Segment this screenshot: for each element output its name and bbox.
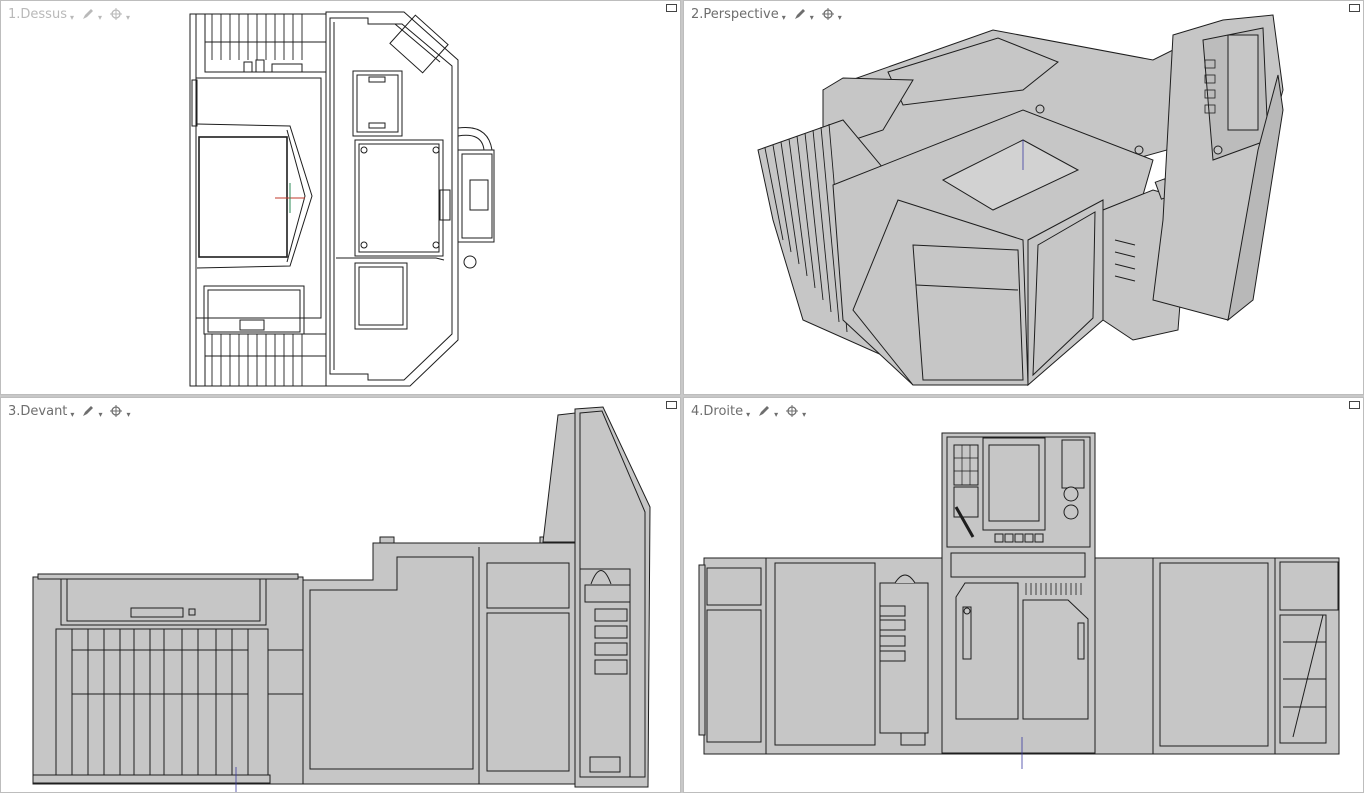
viewport-title-front[interactable]: 3.Devant: [8, 403, 68, 419]
snap-caret[interactable]: ▾: [126, 12, 131, 22]
crosshair-icon[interactable]: [109, 7, 123, 21]
perspective-view-drawing: [757, 14, 1284, 387]
viewport-top[interactable]: 1.Dessus ▾ ▾ ▾: [0, 0, 681, 395]
maximize-icon[interactable]: [1349, 401, 1360, 409]
crosshair-icon[interactable]: [109, 404, 123, 418]
display-mode-caret[interactable]: ▾: [809, 12, 814, 22]
crosshair-icon[interactable]: [785, 404, 799, 418]
maximize-icon[interactable]: [666, 401, 677, 409]
front-view-drawing: [32, 406, 651, 793]
snap-caret[interactable]: ▾: [837, 12, 842, 22]
viewport-header-front: 3.Devant ▾ ▾ ▾: [8, 401, 134, 421]
viewport-title-perspective[interactable]: 2.Perspective: [691, 6, 779, 22]
viewport-front[interactable]: 3.Devant ▾ ▾ ▾: [0, 397, 681, 793]
right-view-drawing: [698, 432, 1340, 769]
display-mode-caret[interactable]: ▾: [98, 409, 103, 419]
maximize-icon[interactable]: [666, 4, 677, 12]
viewport-title-right[interactable]: 4.Droite: [691, 403, 744, 419]
viewport-menu-caret[interactable]: ▾: [781, 12, 786, 22]
snap-caret[interactable]: ▾: [802, 409, 807, 419]
viewport-perspective[interactable]: 2.Perspective ▾ ▾ ▾: [683, 0, 1364, 395]
viewport-menu-caret[interactable]: ▾: [69, 12, 74, 22]
display-mode-caret[interactable]: ▾: [774, 409, 779, 419]
pencil-icon[interactable]: [81, 404, 95, 418]
maximize-icon[interactable]: [1349, 4, 1360, 12]
top-view-drawing: [189, 11, 495, 387]
pencil-icon[interactable]: [793, 7, 807, 21]
viewport-menu-caret[interactable]: ▾: [746, 409, 751, 419]
crosshair-icon[interactable]: [821, 7, 835, 21]
pencil-icon[interactable]: [81, 7, 95, 21]
viewport-header-right: 4.Droite ▾ ▾ ▾: [691, 401, 810, 421]
viewport-header-perspective: 2.Perspective ▾ ▾ ▾: [691, 4, 846, 24]
viewport-title-top[interactable]: 1.Dessus: [8, 6, 67, 22]
viewport-header-top: 1.Dessus ▾ ▾ ▾: [8, 4, 134, 24]
display-mode-caret[interactable]: ▾: [98, 12, 103, 22]
pencil-icon[interactable]: [757, 404, 771, 418]
viewport-splitter-horizontal[interactable]: [0, 395, 1364, 397]
viewport-right[interactable]: 4.Droite ▾ ▾ ▾: [683, 397, 1364, 793]
snap-caret[interactable]: ▾: [126, 409, 131, 419]
viewport-menu-caret[interactable]: ▾: [70, 409, 75, 419]
